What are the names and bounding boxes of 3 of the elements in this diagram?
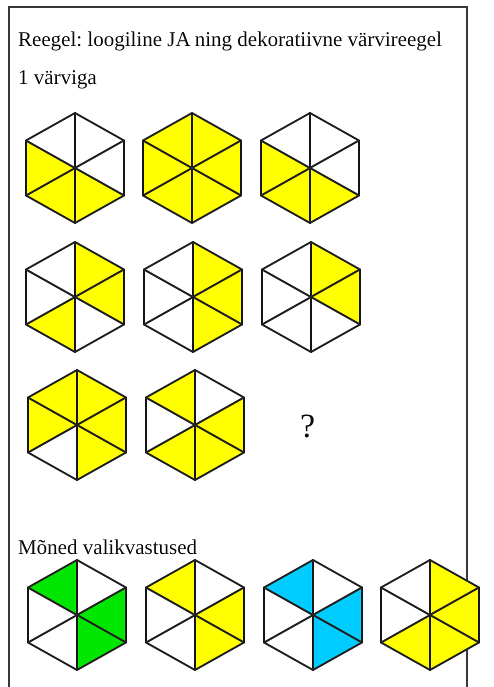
- question-mark: ?: [300, 408, 316, 446]
- rule-heading: Reegel: loogiline JA ning dekoratiivne värvireegel 1 värviga: [18, 26, 443, 91]
- answers-heading: Mõned valikvastused: [18, 534, 198, 561]
